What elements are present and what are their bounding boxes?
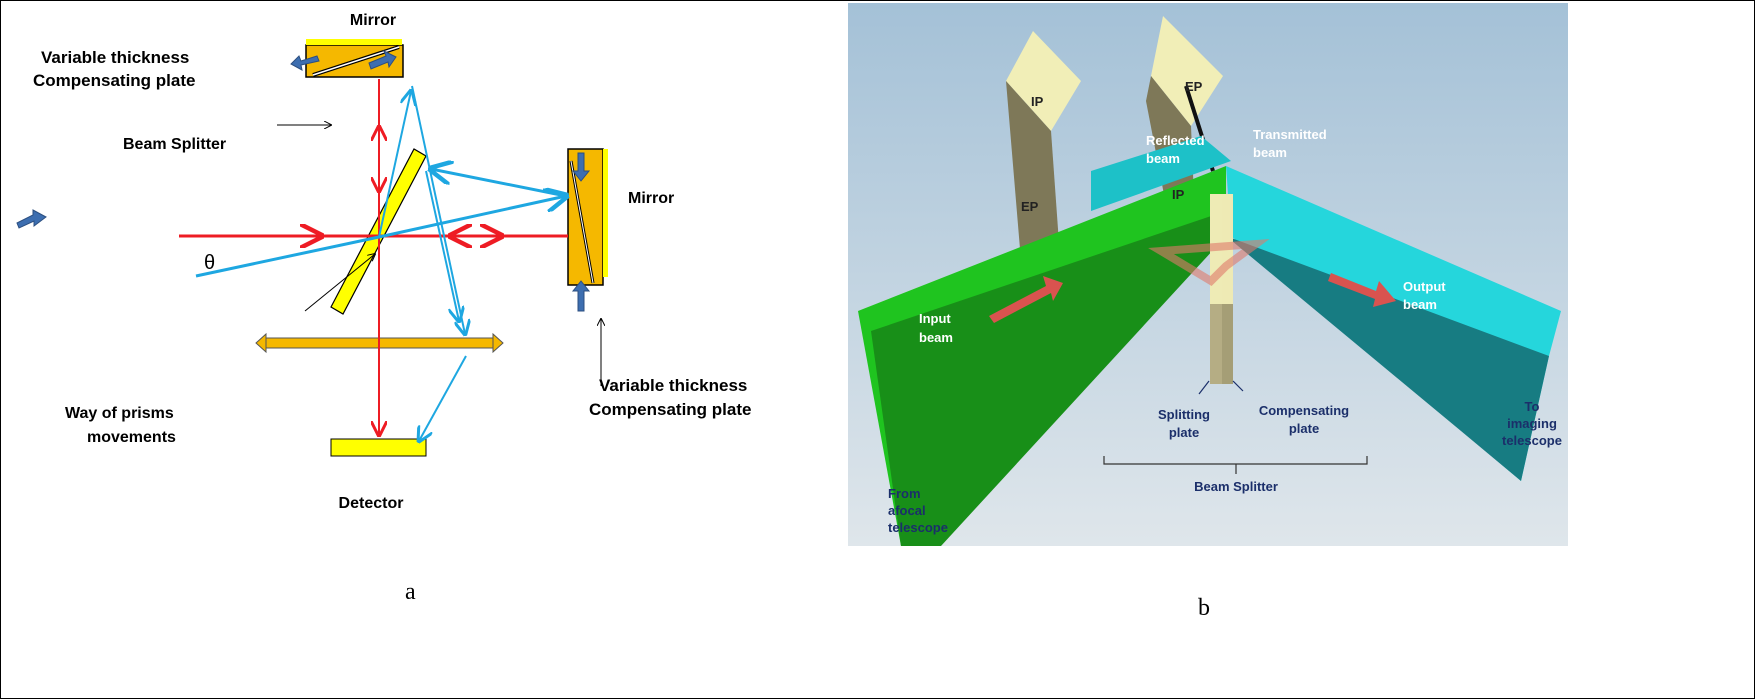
- to-imaging-label-2: imaging: [1507, 416, 1557, 431]
- from-afocal-label-1: From: [888, 486, 921, 501]
- ip-right-label: IP: [1172, 187, 1185, 202]
- transmitted-label-1: Transmitted: [1253, 127, 1327, 142]
- right-mirror-coating: [603, 149, 608, 277]
- detector: [330, 438, 427, 457]
- transmitted-label-2: beam: [1253, 145, 1287, 160]
- caption-b: b: [1198, 595, 1210, 621]
- plate-top-label-1: Variable thickness: [41, 48, 189, 67]
- ep-left-label: EP: [1021, 199, 1039, 214]
- legend-label-1: Way of prisms: [65, 405, 174, 422]
- splitting-label-1: Splitting: [1158, 407, 1210, 422]
- mirror-right-label: Mirror: [628, 190, 674, 207]
- theta-label: θ: [204, 252, 215, 274]
- panel-b: IP EP EP IP Reflected beam Transmitted b…: [848, 3, 1568, 621]
- output-label-1: Output: [1403, 279, 1446, 294]
- to-imaging-label-1: To: [1525, 399, 1540, 414]
- beam-splitter-b-label: Beam Splitter: [1194, 479, 1278, 494]
- top-mirror-coating: [306, 39, 402, 45]
- legend-label-2: movements: [87, 429, 176, 446]
- input-label-2: beam: [919, 330, 953, 345]
- compensating-label-2: plate: [1289, 421, 1319, 436]
- panel-a: Mirror Mirror Variable thickness Compens…: [16, 12, 751, 605]
- to-imaging-label-3: telescope: [1502, 433, 1562, 448]
- plate-top-label-2: Compensating plate: [33, 71, 195, 90]
- caption-a: a: [405, 579, 416, 605]
- ip-left-label: IP: [1031, 94, 1044, 109]
- reflected-label-1: Reflected: [1146, 133, 1205, 148]
- prism-arrow-icon: [16, 49, 591, 312]
- splitting-label-2: plate: [1169, 425, 1199, 440]
- from-afocal-label-3: telescope: [888, 520, 948, 535]
- plate-right-label-2: Compensating plate: [589, 400, 751, 419]
- compensating-label-1: Compensating: [1259, 403, 1349, 418]
- beam-splitter-label: Beam Splitter: [123, 136, 226, 153]
- ep-right-label: EP: [1185, 79, 1203, 94]
- from-afocal-label-2: afocal: [888, 503, 926, 518]
- detector-label: Detector: [339, 495, 404, 512]
- plate-right-label-1: Variable thickness: [599, 376, 747, 395]
- reflected-label-2: beam: [1146, 151, 1180, 166]
- mirror-top-label: Mirror: [350, 12, 396, 29]
- input-label-1: Input: [919, 311, 951, 326]
- output-label-2: beam: [1403, 297, 1437, 312]
